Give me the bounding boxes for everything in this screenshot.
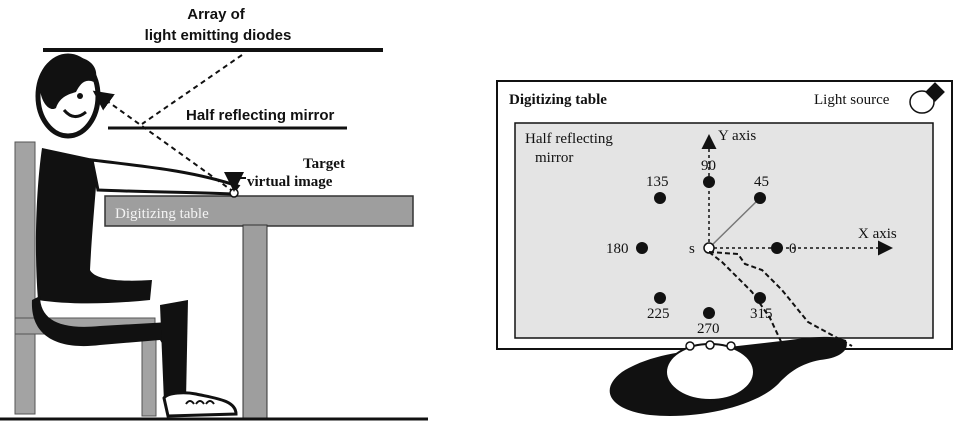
target-label-180: 180 bbox=[606, 241, 629, 257]
target-45 bbox=[754, 192, 766, 204]
led-array-title-line1: Array of bbox=[187, 6, 246, 23]
target-label-line1: Target bbox=[303, 156, 345, 172]
target-90 bbox=[703, 176, 715, 188]
target-label-45: 45 bbox=[754, 174, 769, 190]
person-hair bbox=[39, 56, 97, 110]
digitizing-table bbox=[104, 195, 414, 227]
light-source-lamp bbox=[909, 90, 935, 114]
digitizing-table-label: Digitizing table bbox=[115, 206, 209, 222]
table-leg bbox=[242, 224, 268, 419]
led-array-title-line2: light emitting diodes bbox=[145, 27, 292, 44]
target-label-135: 135 bbox=[646, 174, 669, 190]
person-mouth bbox=[62, 108, 87, 118]
target-180 bbox=[636, 242, 648, 254]
target-leader bbox=[224, 172, 246, 192]
person-shoe bbox=[162, 391, 238, 418]
right-panel: Digitizing table Light source Half refle… bbox=[496, 80, 953, 416]
target-to-eye-ray bbox=[92, 90, 235, 193]
target-label-315: 315 bbox=[750, 306, 773, 322]
person-arm bbox=[90, 158, 241, 196]
person bbox=[31, 53, 241, 418]
start-to-45-line bbox=[708, 197, 761, 249]
mirror-screen bbox=[514, 122, 934, 339]
target-label-90: 90 bbox=[701, 158, 716, 174]
frame-label: Digitizing table bbox=[509, 92, 607, 108]
person-torso bbox=[35, 148, 153, 304]
chin-sensor-left bbox=[685, 341, 695, 351]
target-label-270: 270 bbox=[697, 321, 720, 337]
mirror-label: Half reflecting mirror bbox=[186, 107, 335, 124]
x-axis-label: X axis bbox=[858, 226, 897, 242]
start-label: s bbox=[689, 241, 695, 257]
chin-sensor-center bbox=[705, 340, 715, 350]
target-315 bbox=[754, 292, 766, 304]
target-label-225: 225 bbox=[647, 306, 670, 322]
hand-outline-dashed bbox=[708, 251, 853, 355]
left-panel: Array of light emitting diodes Half refl… bbox=[0, 6, 428, 421]
target-point bbox=[229, 188, 239, 198]
target-label-0: 0 bbox=[789, 241, 797, 257]
shoe-laces bbox=[185, 400, 215, 405]
target-270 bbox=[703, 307, 715, 319]
target-0 bbox=[771, 242, 783, 254]
chair-backrest bbox=[14, 141, 36, 415]
light-source-label: Light source bbox=[814, 92, 890, 108]
mirror-label-line2: mirror bbox=[535, 150, 573, 166]
target-225 bbox=[654, 292, 666, 304]
person-thigh bbox=[31, 296, 182, 350]
person-shin bbox=[160, 300, 188, 402]
person-eye bbox=[77, 93, 83, 99]
subject-head-topdown bbox=[665, 343, 755, 401]
chin-sensor-right bbox=[726, 341, 736, 351]
target-label-line2: virtual image bbox=[247, 174, 333, 190]
mirror-label-line1: Half reflecting bbox=[525, 131, 613, 147]
y-axis-label: Y axis bbox=[718, 128, 756, 144]
led-to-target-ray bbox=[141, 54, 243, 125]
target-135 bbox=[654, 192, 666, 204]
